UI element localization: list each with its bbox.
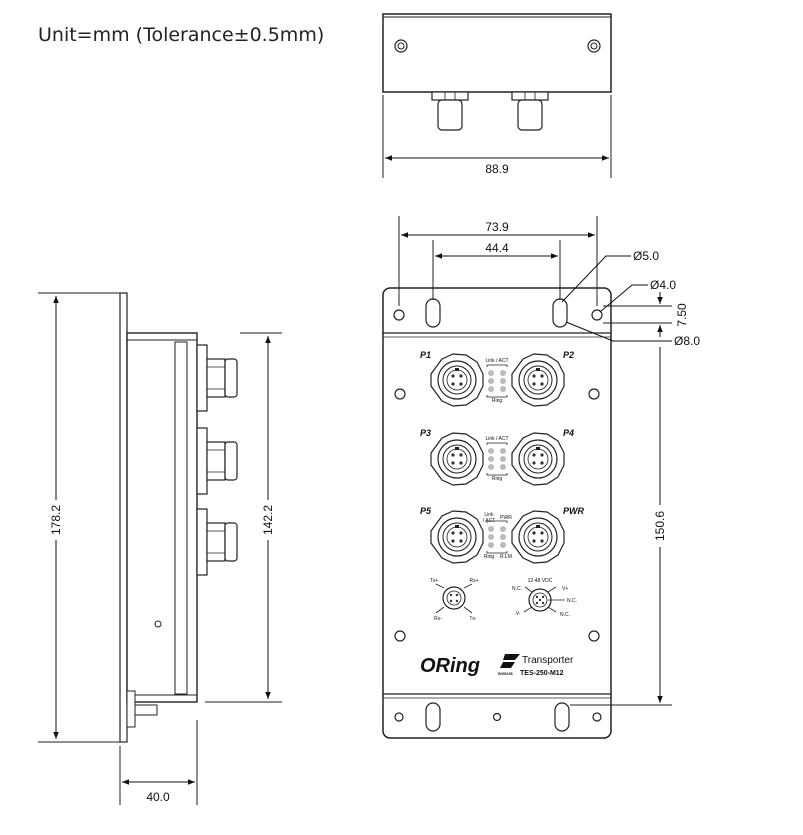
pin-label-rx-minus: Rx-: [434, 616, 442, 622]
keyhole-slot-icon: [425, 702, 441, 732]
side-connector: [196, 427, 238, 495]
keyhole-slot-icon: [554, 702, 570, 732]
model-number: TES-250-M12: [520, 670, 564, 677]
mounting-screw-icon: [587, 39, 601, 53]
led-label-ring: Ring: [492, 398, 503, 404]
panel-screw-icon: [588, 388, 600, 400]
pin-label-v-plus: V+: [562, 586, 568, 592]
pin-label-nc-3: N.C.: [560, 612, 570, 618]
dim-hole-span-inner: 44.4: [485, 241, 509, 255]
dim-hole-dia-small: Ø4.0: [650, 278, 676, 292]
mounting-screw-icon: [394, 39, 408, 53]
front-view: P1 P2 Link / ACT Ring P3 P4 Link / ACT R…: [382, 216, 700, 739]
port-label-p5: P5: [420, 506, 432, 516]
keyhole-slot-icon: [425, 298, 441, 328]
side-connector: [196, 508, 238, 576]
dim-side-depth: 40.0: [146, 790, 170, 804]
pin-label-rx-plus: Rx+: [469, 578, 478, 584]
mount-hole-icon: [393, 309, 405, 321]
mount-hole-icon: [492, 712, 502, 722]
port-label-pwr: PWR: [563, 506, 584, 516]
pin-label-nc-1: N.C.: [512, 586, 522, 592]
top-view-body: [382, 13, 612, 93]
pin-label-tx-plus: Tx+: [430, 578, 439, 584]
led-label-link-act: Link / ACT: [485, 436, 508, 442]
panel-screw-icon: [394, 630, 406, 642]
led-label-ring: Ring: [492, 476, 503, 482]
keyhole-slot-icon: [552, 298, 568, 328]
transporter-logo-icon: [500, 654, 520, 668]
side-mount-plate: [119, 292, 128, 743]
leader-hole-small: [599, 284, 648, 313]
dim-hole-dia-slot: Ø8.0: [674, 334, 700, 348]
side-screw-icon: [154, 620, 162, 628]
top-view: 88.9: [382, 13, 612, 178]
led-label-ring: Ring: [484, 554, 495, 560]
dim-top-width: 88.9: [485, 162, 509, 176]
pin-label-nc-2: N.C.: [567, 598, 577, 604]
dim-hole-dia-large: Ø5.0: [633, 249, 659, 263]
pin-label-v-minus: V-: [516, 611, 521, 617]
product-line: Transporter: [522, 655, 574, 666]
led-label-pwr: PWR: [500, 515, 512, 521]
led-label-link: Link: [484, 512, 494, 518]
top-connector: [511, 91, 549, 131]
panel-screw-icon: [588, 630, 600, 642]
certification-badge: EN50155: [498, 672, 513, 676]
mount-hole-icon: [592, 712, 602, 722]
side-connector: [196, 344, 238, 412]
led-label-link-act: Link / ACT: [485, 358, 508, 364]
top-connector: [431, 91, 469, 131]
leader-slot: [565, 321, 672, 342]
power-voltage-label: 12-48 VDC: [528, 578, 553, 584]
panel-screw-icon: [394, 388, 406, 400]
power-pinout: [523, 586, 565, 613]
mount-hole-icon: [591, 309, 603, 321]
side-view: 178.2 142.2 40.0: [38, 292, 282, 805]
port-label-p2: P2: [563, 350, 574, 360]
pin-label-tx-minus: Tx-: [469, 616, 477, 622]
dim-hole-span-outer: 73.9: [485, 220, 509, 234]
dim-side-body-height: 142.2: [261, 505, 275, 535]
leader-hole-large: [561, 255, 631, 303]
dim-side-total-height: 178.2: [49, 505, 63, 535]
port-label-p3: P3: [420, 428, 431, 438]
brand-logo: ORing: [420, 655, 480, 677]
port-label-p4: P4: [563, 428, 574, 438]
dim-hole-offset: 7.50: [675, 303, 689, 327]
console-pinout: [435, 583, 473, 614]
led-label-rlm: R.LM: [500, 554, 512, 560]
port-label-p1: P1: [420, 350, 431, 360]
mount-hole-icon: [394, 712, 404, 722]
dim-front-height: 150.6: [653, 511, 667, 541]
unit-tolerance-title: Unit=mm (Tolerance±0.5mm): [38, 24, 325, 46]
